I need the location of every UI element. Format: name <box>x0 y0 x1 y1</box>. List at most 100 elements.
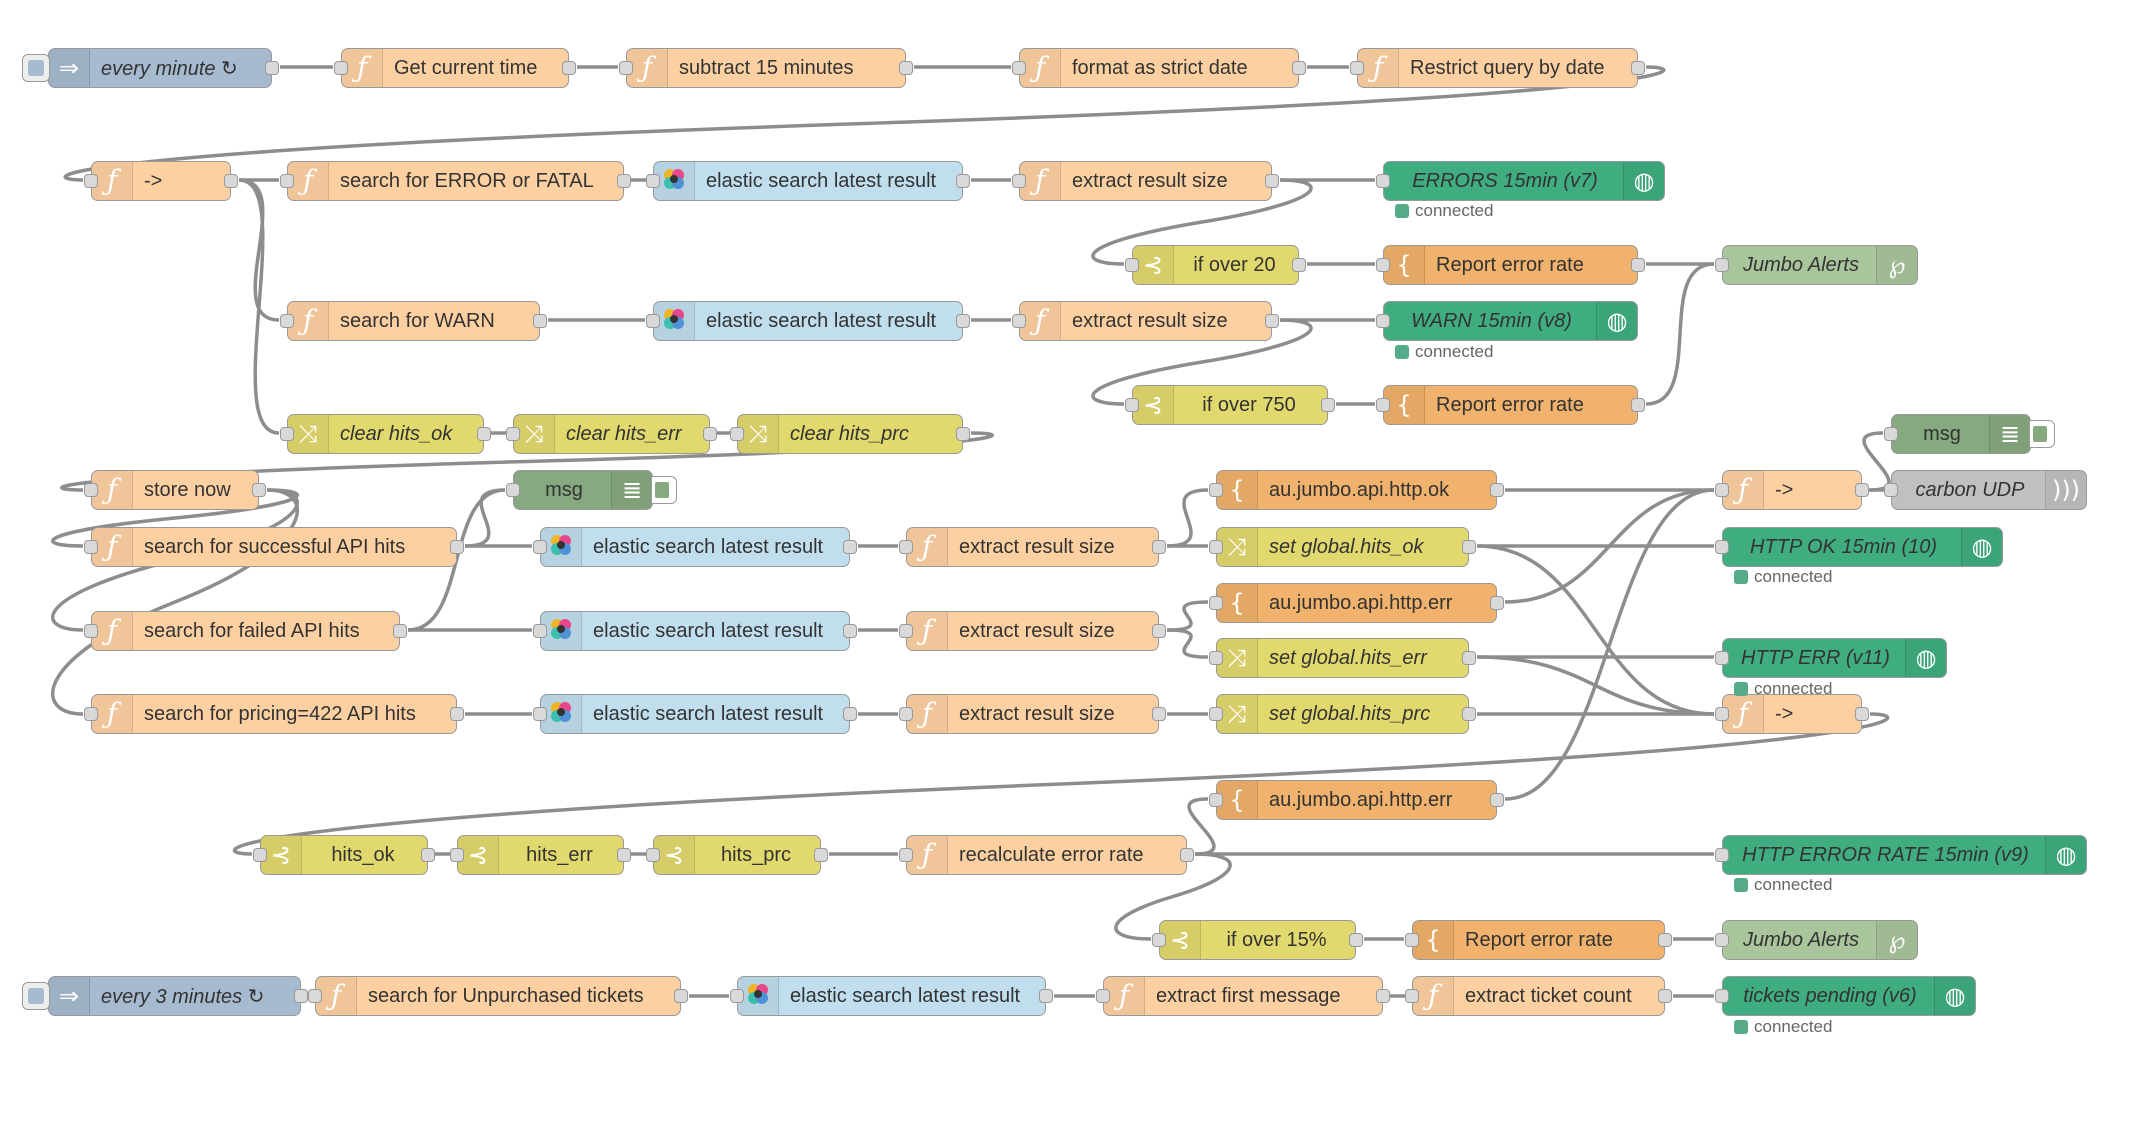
input-port[interactable] <box>1209 596 1223 610</box>
output-port[interactable] <box>450 707 464 721</box>
template-node[interactable]: {au.jumbo.api.http.err <box>1209 780 1504 820</box>
function-node[interactable]: ƒ-> <box>84 161 238 201</box>
output-port[interactable] <box>450 540 464 554</box>
input-port[interactable] <box>1715 258 1729 272</box>
wire[interactable] <box>1166 488 1209 548</box>
wire[interactable] <box>1862 431 1891 492</box>
output-port[interactable] <box>703 427 717 441</box>
input-port[interactable] <box>1884 427 1898 441</box>
debug-node[interactable]: ≣msg <box>506 470 653 510</box>
output-port[interactable] <box>1349 933 1363 947</box>
wire[interactable] <box>1476 655 1715 716</box>
output-port[interactable] <box>1152 624 1166 638</box>
output-port[interactable] <box>1462 707 1476 721</box>
input-port[interactable] <box>1209 483 1223 497</box>
input-port[interactable] <box>1209 651 1223 665</box>
elastic-node[interactable]: elastic search latest result <box>533 527 857 567</box>
input-port[interactable] <box>506 483 520 497</box>
switch-node[interactable]: ⊰hits_prc <box>646 835 828 875</box>
output-port[interactable] <box>956 427 970 441</box>
wire[interactable] <box>60 431 994 492</box>
output-port[interactable] <box>224 174 238 188</box>
output-port[interactable] <box>477 427 491 441</box>
input-port[interactable] <box>533 707 547 721</box>
input-port[interactable] <box>1012 314 1026 328</box>
debug-toggle-button[interactable] <box>651 476 677 504</box>
dashboard-node[interactable]: ◍ERRORS 15min (v7) <box>1376 161 1665 201</box>
input-port[interactable] <box>1715 540 1729 554</box>
input-port[interactable] <box>1405 989 1419 1003</box>
input-port[interactable] <box>84 540 98 554</box>
output-port[interactable] <box>1265 314 1279 328</box>
input-port[interactable] <box>280 427 294 441</box>
switch-node[interactable]: ⊰hits_err <box>450 835 631 875</box>
output-port[interactable] <box>421 848 435 862</box>
input-port[interactable] <box>84 707 98 721</box>
output-port[interactable] <box>674 989 688 1003</box>
inject-button[interactable] <box>22 982 50 1010</box>
inject-node[interactable]: ⇒every minute ↻ <box>48 48 279 88</box>
input-port[interactable] <box>1096 989 1110 1003</box>
output-port[interactable] <box>533 314 547 328</box>
wire[interactable] <box>1166 628 1209 659</box>
input-port[interactable] <box>899 848 913 862</box>
inject-node[interactable]: ⇒every 3 minutes ↻ <box>48 976 308 1016</box>
output-port[interactable] <box>1855 483 1869 497</box>
dashboard-node[interactable]: ◍HTTP OK 15min (10) <box>1715 527 2003 567</box>
input-port[interactable] <box>84 174 98 188</box>
template-node[interactable]: {Report error rate <box>1405 920 1672 960</box>
wire[interactable] <box>1166 600 1209 632</box>
input-port[interactable] <box>1209 540 1223 554</box>
output-port[interactable] <box>956 174 970 188</box>
output-port[interactable] <box>1292 258 1306 272</box>
output-port[interactable] <box>1152 540 1166 554</box>
input-port[interactable] <box>1152 933 1166 947</box>
template-node[interactable]: {au.jumbo.api.http.err <box>1209 583 1504 623</box>
output-port[interactable] <box>1265 174 1279 188</box>
input-port[interactable] <box>646 848 660 862</box>
wire[interactable] <box>51 488 299 716</box>
output-port[interactable] <box>814 848 828 862</box>
output-port[interactable] <box>1376 989 1390 1003</box>
input-port[interactable] <box>506 427 520 441</box>
inject-button[interactable] <box>22 54 50 82</box>
input-port[interactable] <box>280 174 294 188</box>
input-port[interactable] <box>646 174 660 188</box>
output-port[interactable] <box>1152 707 1166 721</box>
switch-node[interactable]: ⊰if over 20 <box>1125 245 1306 285</box>
input-port[interactable] <box>1715 707 1729 721</box>
output-port[interactable] <box>393 624 407 638</box>
input-port[interactable] <box>730 427 744 441</box>
output-port[interactable] <box>562 61 576 75</box>
switch-node[interactable]: ⊰hits_ok <box>253 835 435 875</box>
input-port[interactable] <box>1012 61 1026 75</box>
output-port[interactable] <box>843 540 857 554</box>
output-port[interactable] <box>1490 793 1504 807</box>
pushover-node[interactable]: ℘Jumbo Alerts <box>1715 920 1918 960</box>
output-port[interactable] <box>1658 933 1672 947</box>
input-port[interactable] <box>450 848 464 862</box>
input-port[interactable] <box>1715 483 1729 497</box>
output-port[interactable] <box>1490 596 1504 610</box>
change-node[interactable]: ⤨set global.hits_ok <box>1209 527 1476 567</box>
input-port[interactable] <box>646 314 660 328</box>
input-port[interactable] <box>533 624 547 638</box>
input-port[interactable] <box>1376 174 1390 188</box>
output-port[interactable] <box>956 314 970 328</box>
output-port[interactable] <box>617 848 631 862</box>
input-port[interactable] <box>1715 933 1729 947</box>
input-port[interactable] <box>308 989 322 1003</box>
input-port[interactable] <box>1715 848 1729 862</box>
output-port[interactable] <box>899 61 913 75</box>
input-port[interactable] <box>899 707 913 721</box>
output-port[interactable] <box>1321 398 1335 412</box>
